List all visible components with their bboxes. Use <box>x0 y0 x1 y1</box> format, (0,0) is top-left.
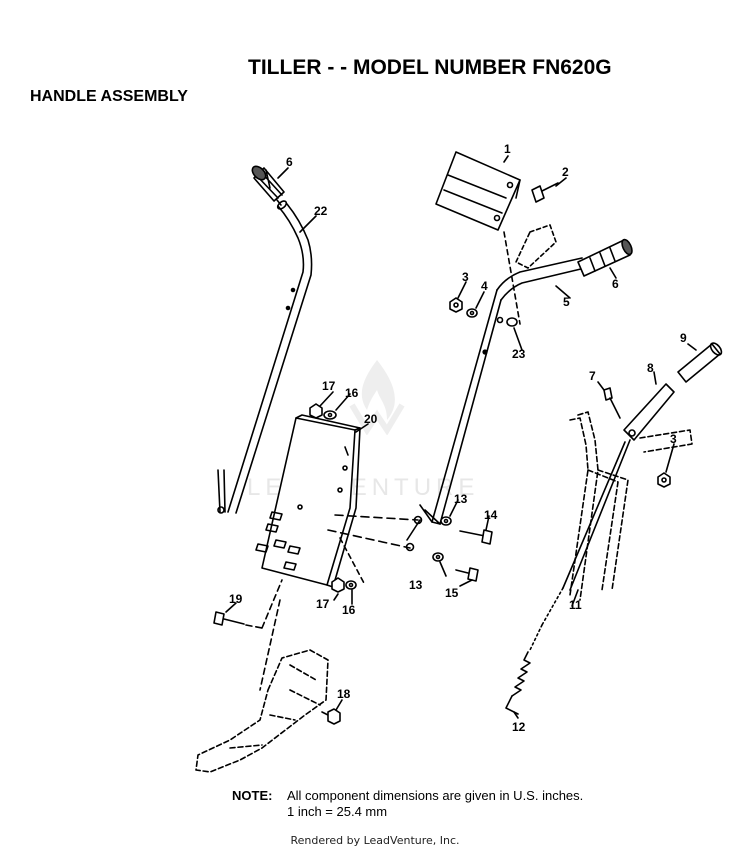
part-18-nut <box>321 708 341 725</box>
part-11-control-rod <box>529 411 693 651</box>
callout-18: 18 <box>337 687 351 701</box>
part-17-16-lower-fasteners <box>331 577 357 593</box>
part-8-lever <box>623 383 675 441</box>
callout-8: 8 <box>647 361 654 375</box>
note-text: All component dimensions are given in U.… <box>287 788 583 820</box>
callout-13-upper: 13 <box>454 492 468 506</box>
part-3-nut-right <box>657 472 671 488</box>
tiller-frame-reference <box>195 649 329 773</box>
footer-credit: Rendered by LeadVenture, Inc. <box>290 834 460 847</box>
callout-5: 5 <box>563 295 570 309</box>
callout-16-lower: 16 <box>342 603 356 617</box>
part-19-bolt <box>213 579 283 691</box>
callout-6-right: 6 <box>612 277 619 291</box>
note-line-1: All component dimensions are given in U.… <box>287 788 584 803</box>
callout-16-top: 16 <box>345 386 359 400</box>
part-5-right-handle <box>405 224 586 552</box>
section-title: HANDLE ASSEMBLY <box>30 88 188 105</box>
callout-22: 22 <box>314 204 328 218</box>
callout-23: 23 <box>512 347 526 361</box>
callout-3-left: 3 <box>462 270 469 284</box>
callout-14: 14 <box>484 508 498 522</box>
callout-13-lower: 13 <box>409 578 423 592</box>
callout-9: 9 <box>680 331 687 345</box>
callout-4: 4 <box>481 279 488 293</box>
callout-7: 7 <box>589 369 596 383</box>
callout-15: 15 <box>445 586 459 600</box>
callout-11: 11 <box>569 598 582 612</box>
callout-19: 19 <box>229 592 243 606</box>
part-1-plate <box>435 151 521 231</box>
note-label: NOTE: <box>232 788 273 803</box>
diagram-title: TILLER - - MODEL NUMBER FN620G <box>248 56 612 79</box>
callout-2: 2 <box>562 165 569 179</box>
callout-6-left: 6 <box>286 155 293 169</box>
part-2-bolt <box>531 182 559 203</box>
part-4-washer <box>466 308 478 318</box>
note-line-2: 1 inch = 25.4 mm <box>287 804 388 819</box>
part-13-14-fasteners-upper <box>440 516 493 545</box>
part-22-left-handle <box>217 200 313 514</box>
part-12-spring <box>505 651 531 715</box>
callout-20: 20 <box>364 412 378 426</box>
part-6-right-grip <box>577 238 633 277</box>
leadventure-logo-icon <box>342 355 412 440</box>
callout-1: 1 <box>504 142 511 156</box>
callout-17-lower: 17 <box>316 597 330 611</box>
callout-3-right: 3 <box>670 432 677 446</box>
part-9-lever-grip <box>677 342 723 383</box>
part-7-bolt <box>603 387 621 419</box>
part-6-left-grip <box>251 165 285 206</box>
part-3-nut <box>449 297 463 313</box>
callout-17-top: 17 <box>322 379 336 393</box>
part-17-16-top-fasteners <box>309 403 337 420</box>
part-20-bracket <box>255 414 361 588</box>
callout-12: 12 <box>512 720 526 734</box>
part-13-15-fasteners-lower <box>432 552 479 582</box>
